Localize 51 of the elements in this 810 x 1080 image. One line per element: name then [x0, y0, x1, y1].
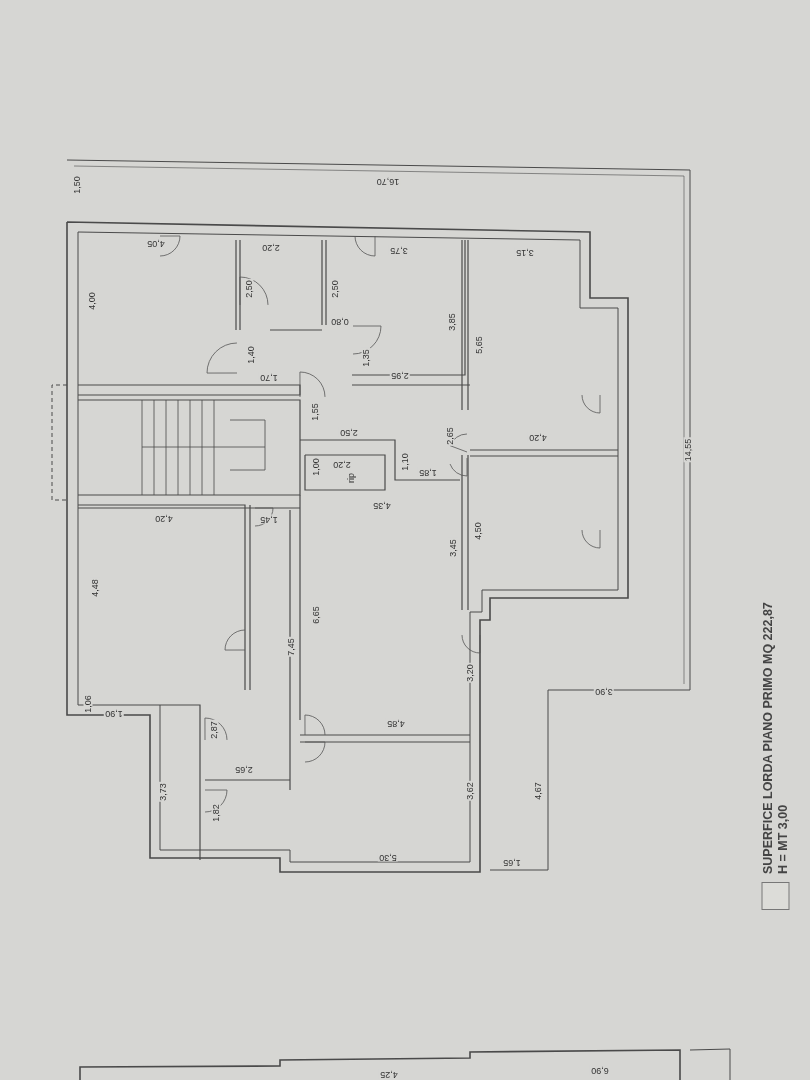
dimension-label: 1,90	[104, 708, 124, 718]
dimension-label: 1,35	[361, 348, 371, 368]
dimension-label: 1,55	[310, 402, 320, 422]
dimension-label: 2,65	[234, 764, 254, 774]
dimension-label: 6,65	[311, 605, 321, 625]
dimension-label: 4,25	[379, 1069, 399, 1079]
dimension-label: 4,20	[154, 513, 174, 523]
dimension-label: 3,15	[515, 247, 535, 257]
dimension-label: 1,50	[72, 175, 82, 195]
dimension-label: 4,50	[473, 521, 483, 541]
dimension-label: 1,45	[259, 514, 279, 524]
legend-text: SUPERFICE LORDA PIANO PRIMO MQ 222,87	[760, 602, 775, 874]
dimension-label: 5,30	[378, 852, 398, 862]
dimension-label: 2,95	[390, 370, 410, 380]
dimension-label: 1,82	[211, 803, 221, 823]
dimension-label: 14,55	[683, 437, 693, 463]
dimension-label: 3,75	[389, 245, 409, 255]
dimension-label: 16,70	[375, 176, 401, 186]
dimension-label: 4,35	[372, 500, 392, 510]
dimension-label: 1,65	[502, 857, 522, 867]
dimension-label: 2,87	[209, 720, 219, 740]
dimension-label: 3,20	[465, 663, 475, 683]
dimension-label: 2,50	[244, 279, 254, 299]
dimension-label: 3,45	[448, 538, 458, 558]
dimension-label: 1,00	[311, 457, 321, 477]
dimension-label: 1,06	[83, 694, 93, 714]
dimension-label: 6,90	[590, 1065, 610, 1075]
dimension-label: 2,20	[261, 242, 281, 252]
dimension-label: 2,50	[339, 427, 359, 437]
note-text: H = MT 3,00	[775, 803, 790, 874]
dimension-label: 4,00	[87, 291, 97, 311]
dimension-label: 1,10	[400, 452, 410, 472]
room-label: rip	[346, 472, 356, 484]
dimension-label: 4,05	[146, 238, 166, 248]
dimension-label: 4,85	[386, 718, 406, 728]
dimension-label: 2,50	[330, 279, 340, 299]
dimension-label: 3,85	[447, 312, 457, 332]
dimension-label: 3,90	[594, 686, 614, 696]
dimension-label: 3,73	[158, 782, 168, 802]
dimension-label: 0,80	[330, 316, 350, 326]
dimension-label: 1,85	[418, 467, 438, 477]
dimension-label: 1,70	[259, 372, 279, 382]
dimension-label: 3,62	[465, 781, 475, 801]
dimension-label: 4,48	[90, 578, 100, 598]
dimension-label: 1,40	[246, 345, 256, 365]
dimension-label: 2,65	[445, 426, 455, 446]
dimension-label: 5,65	[474, 335, 484, 355]
dimension-label: 7,45	[286, 637, 296, 657]
dimension-label: 2,20	[332, 459, 352, 469]
dimension-label: 4,67	[533, 781, 543, 801]
dimension-label: 4,20	[528, 432, 548, 442]
